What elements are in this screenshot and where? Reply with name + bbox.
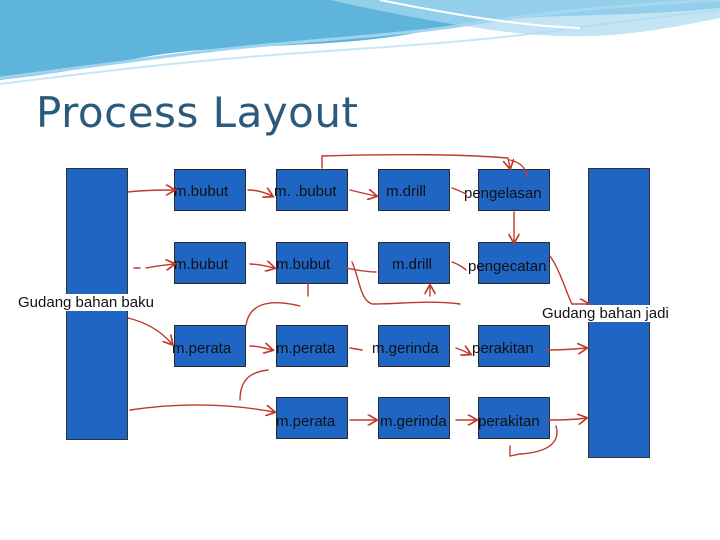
machine-box	[276, 397, 348, 439]
machine-label: m.bubut	[174, 256, 229, 273]
machine-label: m.perata	[276, 413, 336, 430]
machine-label: m.gerinda	[372, 340, 439, 357]
machine-label: m.bubut	[276, 256, 331, 273]
machine-box	[174, 325, 246, 367]
machine-label: perakitan	[472, 340, 534, 357]
machine-label: perakitan	[478, 413, 540, 430]
machine-box	[378, 325, 450, 367]
machine-label: m.gerinda	[380, 413, 447, 430]
machine-box	[276, 242, 348, 284]
machine-label: m. .bubut	[274, 183, 337, 200]
machine-label: m.perata	[172, 340, 232, 357]
raw-material-warehouse-label: Gudang bahan baku	[16, 294, 156, 311]
machine-label: pengecatan	[468, 258, 547, 275]
machine-box	[478, 325, 550, 367]
slide-title: Process Layout	[36, 88, 359, 137]
machine-box	[276, 325, 348, 367]
machine-label: m.bubut	[174, 183, 229, 200]
machine-label: m.drill	[386, 183, 426, 200]
machine-box	[276, 169, 348, 211]
header-wave-decoration	[0, 0, 720, 85]
machine-label: pengelasan	[464, 185, 542, 202]
finished-goods-warehouse-label: Gudang bahan jadi	[540, 305, 671, 322]
machine-label: m.perata	[276, 340, 336, 357]
machine-label: m.drill	[392, 256, 432, 273]
machine-box	[378, 397, 450, 439]
